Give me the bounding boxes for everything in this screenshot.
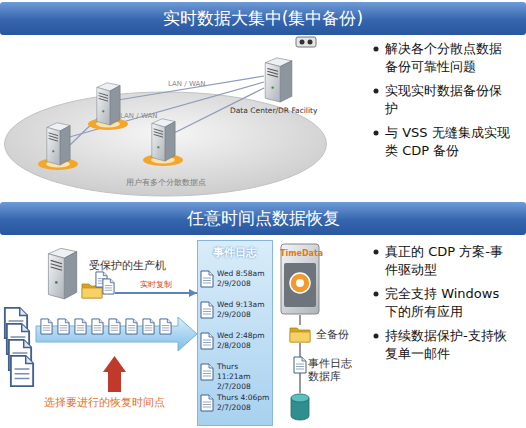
- timeline-document: [126, 319, 137, 334]
- site-disc: [38, 118, 183, 170]
- backup-server-shape: [281, 244, 319, 314]
- log-entry-shape: [200, 363, 214, 381]
- connector: [299, 315, 300, 325]
- folder-node-shape: [289, 325, 311, 343]
- log-entry-shape: [201, 333, 213, 349]
- node-text: 全备份: [316, 328, 349, 341]
- timeline-document: [92, 319, 103, 334]
- bullet-text: 真正的 CDP 方案-事件驱动型: [385, 243, 513, 279]
- timeline-document: [41, 319, 171, 334]
- log-entry-shape: [200, 270, 214, 288]
- server-node: Data Center/DR Facility: [262, 55, 294, 103]
- bullet-dot: [374, 47, 379, 339]
- timeline-document: [75, 319, 86, 334]
- server-node-shape: [48, 248, 76, 299]
- document-stack: [11, 356, 33, 386]
- bullet-text: 解决各个分散点数据备份可靠性问题: [385, 40, 513, 76]
- node-text: 任意时间点数据恢复: [0, 207, 526, 229]
- database-node-shape: [290, 393, 310, 421]
- tape-device: [300, 40, 305, 45]
- server-node-shape: [45, 245, 115, 300]
- server-node-shape: [265, 58, 292, 102]
- bullet-text: 完全支持 Windows 下的所有应用: [385, 285, 513, 321]
- bullet-dot: [374, 89, 379, 94]
- log-entry: Wed 9:13am 2/9/2008: [200, 298, 272, 326]
- timeline-document: [41, 319, 52, 334]
- bullet-dot: [374, 131, 379, 136]
- backup-server: TimeData: [280, 243, 320, 315]
- database-node-shape: [291, 394, 309, 402]
- branch-server: [152, 119, 175, 161]
- log-entry-shape: [200, 301, 214, 319]
- bullet-dot: [374, 334, 379, 339]
- tape-device: [308, 40, 313, 45]
- edge-label: 实时复制: [116, 280, 196, 290]
- branch-server: [47, 83, 175, 165]
- timeline-document: [143, 319, 154, 334]
- backup-server-shape: [296, 279, 304, 287]
- node-text: 实时数据大集中(集中备份): [0, 7, 526, 29]
- tape-device: [296, 37, 316, 47]
- connector: [115, 292, 197, 294]
- note-label: 选择要进行的恢复时间点: [44, 396, 165, 409]
- bullet-dot: [374, 47, 379, 52]
- log-entry: Thurs 11:21am 2/7/2008: [200, 360, 272, 388]
- backup-server-shape: [290, 273, 310, 293]
- folder-node: 全备份: [289, 325, 311, 343]
- tape-device: [296, 37, 316, 47]
- server-node-shape: [262, 55, 294, 103]
- bullet-text: 与 VSS 无缝集成实现类 CDP 备份: [385, 124, 513, 160]
- timeline-document: [58, 319, 69, 334]
- server-node: 受保护的生产机: [45, 245, 115, 300]
- log-entry-shape: [201, 395, 213, 411]
- log-entry-shape: [200, 332, 214, 350]
- bullet-text: 持续数据保护-支持恢复单一邮件: [385, 327, 513, 363]
- branch-server: [47, 123, 70, 165]
- log-entry-shape: [201, 302, 213, 318]
- database-node: 事件日志数据库: [290, 393, 310, 421]
- bullet-dot: [374, 292, 379, 297]
- node-text: 受保护的生产机: [89, 259, 166, 272]
- log-entry-shape: [201, 271, 213, 287]
- section-band: 任意时间点数据恢复: [0, 202, 526, 235]
- node-text: Wed 9:13am 2/9/2008: [217, 300, 271, 320]
- timeline-document: [109, 319, 120, 334]
- server-node-shape: [103, 279, 114, 294]
- node-text: Thurs 4:06pm 2/7/2008: [217, 393, 271, 413]
- folder-node-shape: [290, 328, 310, 342]
- network-link: [172, 88, 264, 134]
- backup-server-shape: [284, 263, 316, 307]
- log-panel: 事件日志 Wed 8:58am 2/9/2008Wed 9:13am 2/9/20…: [197, 240, 273, 426]
- bullet-text: 实现实时数据备份保护: [385, 82, 513, 118]
- node-text: TimeData: [280, 249, 320, 259]
- node-text: Wed 2:48pm 2/8/2008: [217, 331, 271, 351]
- note-label: LAN / WAN: [120, 112, 157, 120]
- log-entry: Wed 8:58am 2/9/2008: [200, 267, 272, 295]
- bullet-dot: [374, 250, 379, 255]
- timeline-document: [160, 319, 171, 334]
- note-label: LAN / WAN: [168, 80, 205, 88]
- log-entry: Wed 2:48pm 2/8/2008: [200, 329, 272, 357]
- log-document: [294, 357, 306, 373]
- pointer-arrow: [103, 356, 126, 392]
- node-text: Data Center/DR Facility: [230, 106, 317, 115]
- node-text: 事件日志数据库: [308, 357, 354, 383]
- timeline-arrow: [36, 317, 197, 351]
- node-text: 事件日志: [198, 246, 272, 260]
- log-entry: Thurs 4:06pm 2/7/2008: [200, 391, 272, 419]
- node-text: Thurs 11:21am 2/7/2008: [217, 362, 271, 392]
- title-band: 实时数据大集中(集中备份): [0, 2, 526, 35]
- log-entry-shape: [201, 364, 213, 380]
- log-entry-shape: [200, 394, 214, 412]
- document-stack: [5, 308, 33, 386]
- branch-server: [97, 83, 120, 125]
- node-text: Wed 8:58am 2/9/2008: [217, 269, 271, 289]
- node-text: 用户有多个分散数据点: [3, 178, 328, 188]
